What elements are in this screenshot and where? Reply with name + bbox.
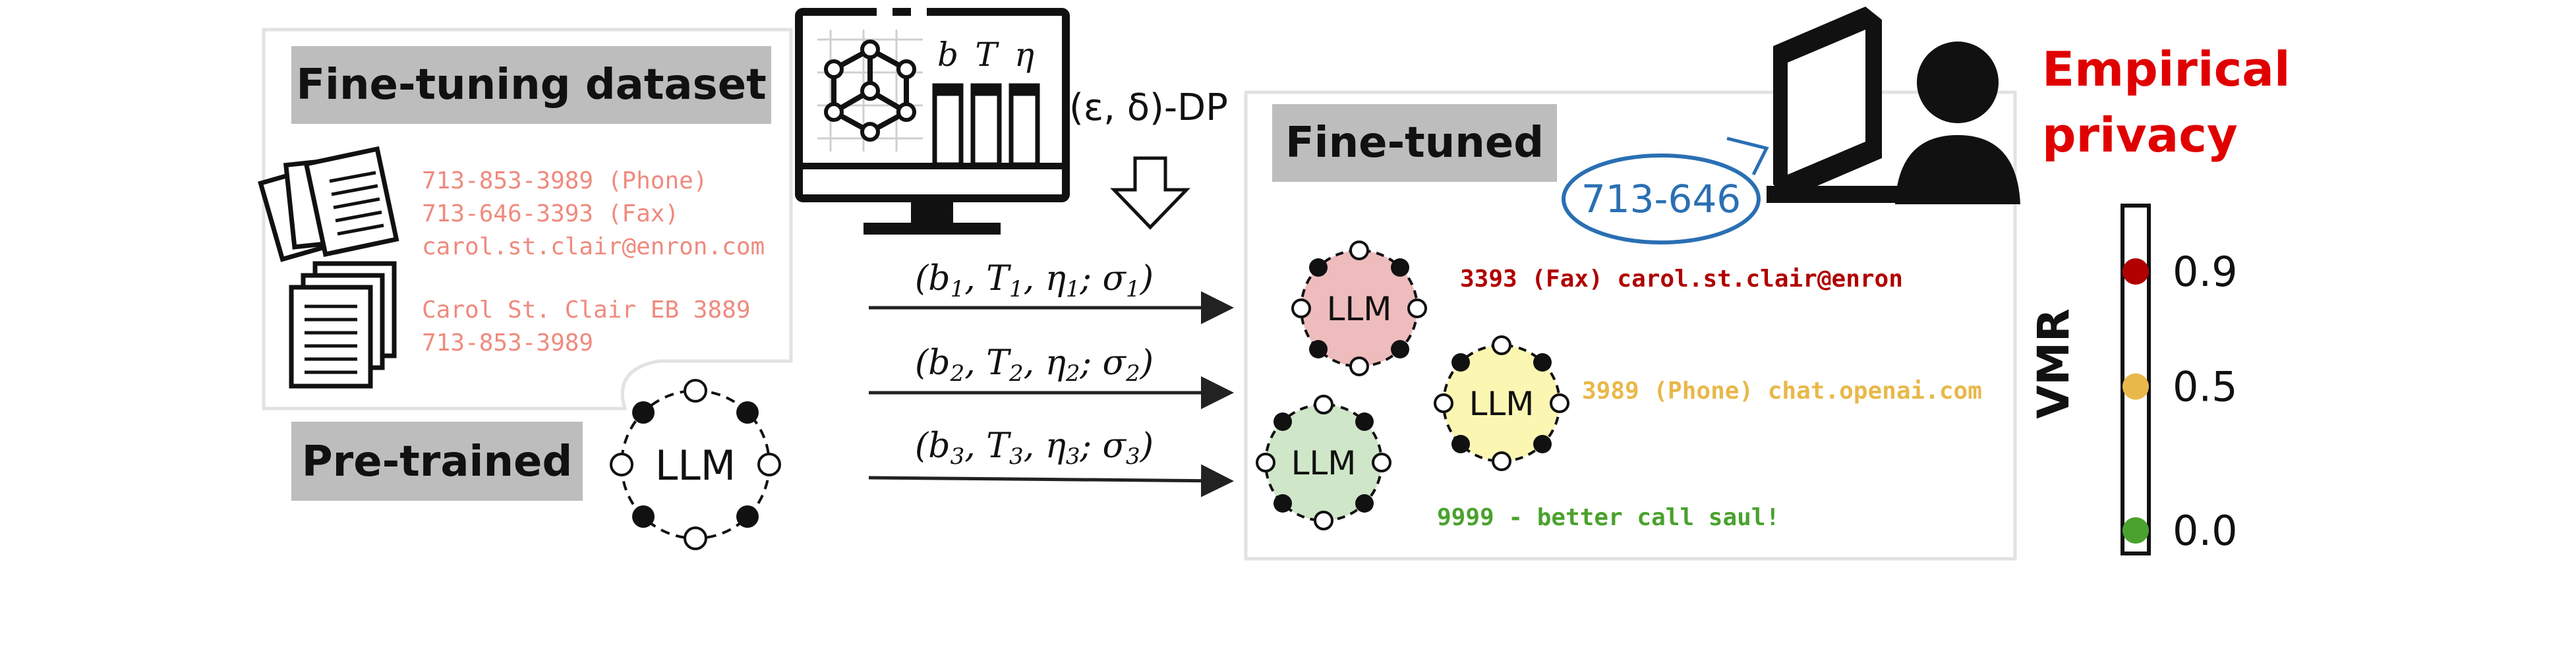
speech-bubble: 713-646: [1562, 136, 1769, 244]
finetuned-title-bg: [1272, 104, 1557, 182]
param-T: T: [975, 36, 999, 74]
vmr-mark-1: [2122, 258, 2149, 285]
pretrained-llm-label: LLM: [655, 441, 736, 490]
dataset-panel: Fine-tuning dataset: [258, 28, 793, 410]
attacker-icon: [1767, 7, 2020, 204]
pretrained-llm-node: LLM: [610, 379, 781, 550]
llm-2-output: 3989 (Phone) chat.openai.com: [1582, 378, 1982, 405]
finetuned-llm-2: LLM: [1434, 335, 1569, 471]
vmr-mark-3: [2122, 517, 2149, 544]
empirical-title-2: privacy: [2042, 107, 2238, 163]
vmr-mark-label-1: 0.9: [2173, 248, 2238, 296]
finetuned-llm-3: LLM: [1256, 395, 1391, 530]
monitor-icon: b T η: [795, 5, 1070, 235]
dataset-records: 713-853-3989 (Phone) 713-646-3393 (Fax) …: [422, 167, 765, 356]
vmr-mark-label-2: 0.5: [2173, 363, 2238, 411]
dp-label: (ε, δ)-DP: [1069, 86, 1228, 129]
empirical-title-1: Empirical: [2042, 42, 2291, 97]
config-arrows: (b1, T1, η1; σ1) (b2, T2, η2; σ2) (b3, T…: [868, 259, 1234, 497]
dataset-line: 713-646-3393 (Fax): [422, 200, 679, 227]
dataset-line: 713-853-3989: [422, 329, 593, 356]
llm-1-label: LLM: [1327, 290, 1392, 328]
dataset-title-bg: [291, 46, 771, 124]
param-bars: [932, 83, 1040, 167]
dataset-line: Carol St. Clair EB 3889: [422, 297, 751, 324]
down-arrow-icon: [1110, 156, 1190, 230]
llm-1-output: 3393 (Fax) carol.st.clair@enron: [1460, 266, 1903, 293]
documents-stack-icon: [289, 261, 397, 389]
vmr-axis-label: VMR: [2028, 308, 2079, 419]
vmr-mark-label-3: 0.0: [2173, 507, 2238, 555]
documents-icon: [258, 146, 399, 262]
speech-text: 713-646: [1581, 177, 1741, 221]
dataset-line: 713-853-3989 (Phone): [422, 167, 707, 194]
llm-2-label: LLM: [1469, 385, 1535, 423]
vmr-scale: 0.9 0.5 0.0: [2121, 204, 2238, 555]
pretrained-section: Pre-trained LLM: [291, 379, 781, 550]
config-label-2: (b2, T2, η2; σ2): [915, 343, 1154, 387]
finetuned-title: Fine-tuned: [1285, 119, 1544, 167]
pretrained-title: Pre-trained: [302, 438, 573, 486]
llm-3-output: 9999 - better call saul!: [1437, 504, 1780, 531]
llm-3-label: LLM: [1291, 444, 1357, 482]
pretrained-title-bg: [291, 422, 583, 501]
param-eta: η: [1014, 36, 1034, 74]
vmr-mark-2: [2122, 373, 2149, 400]
config-label-1: (b1, T1, η1; σ1): [915, 259, 1154, 302]
config-label-3: (b3, T3, η3; σ3): [915, 426, 1154, 470]
finetuned-llm-1: LLM: [1291, 241, 1427, 376]
dataset-title: Fine-tuning dataset: [296, 61, 766, 109]
param-b: b: [937, 36, 958, 74]
dataset-line: carol.st.clair@enron.com: [422, 233, 765, 260]
